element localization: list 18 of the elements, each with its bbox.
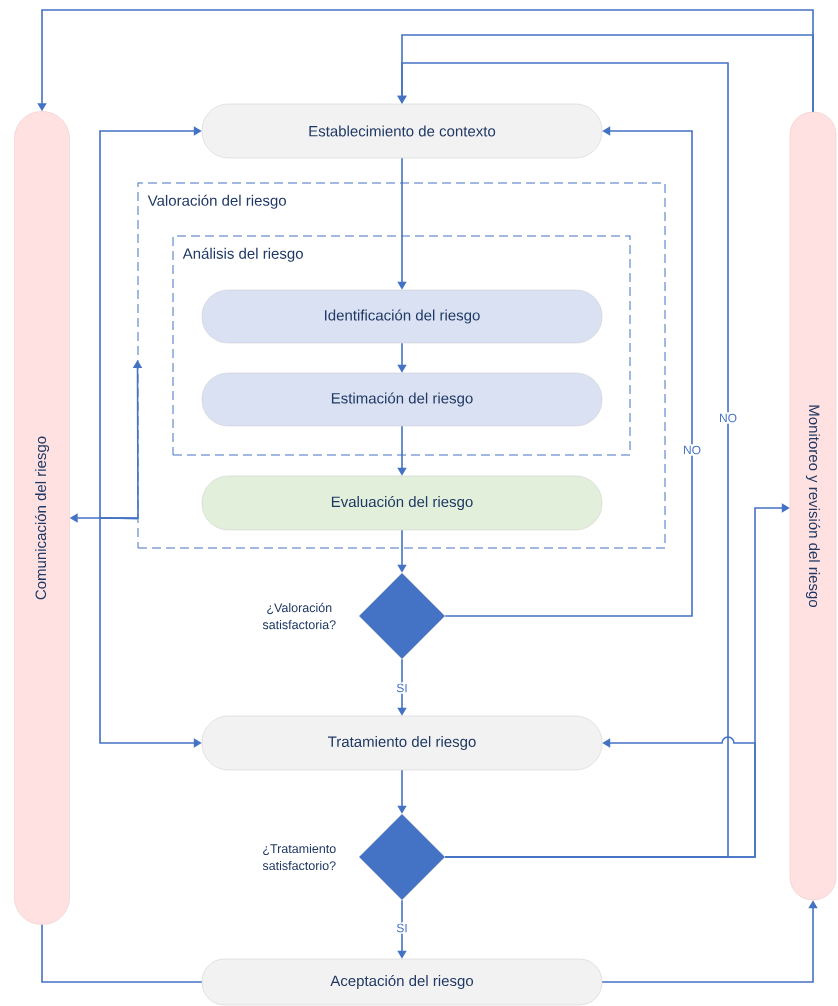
arrow <box>444 126 693 617</box>
edge-label: SI <box>394 682 410 694</box>
side-bar: Comunicación del riesgo <box>14 111 70 925</box>
side-bar: Monitoreo y revisión del riesgo <box>789 111 837 901</box>
arrow <box>397 62 729 858</box>
edge-label: NO <box>717 412 739 424</box>
edge-label: SI <box>394 922 410 934</box>
process-box: Evaluación del riesgo <box>201 475 603 531</box>
arrow <box>444 736 756 858</box>
edge-label: NO <box>681 444 703 456</box>
process-box: Aceptación del riesgo <box>201 958 603 1006</box>
process-box: Identificación del riesgo <box>201 289 603 344</box>
question-label: ¿Valoración satisfactoria? <box>262 602 336 630</box>
process-box: Tratamiento del riesgo <box>201 715 603 771</box>
question-label: ¿Tratamiento satisfactorio? <box>262 843 336 871</box>
arrow <box>37 9 814 113</box>
process-box: Establecimiento de contexto <box>201 103 603 159</box>
process-box: Estimación del riesgo <box>201 372 603 427</box>
